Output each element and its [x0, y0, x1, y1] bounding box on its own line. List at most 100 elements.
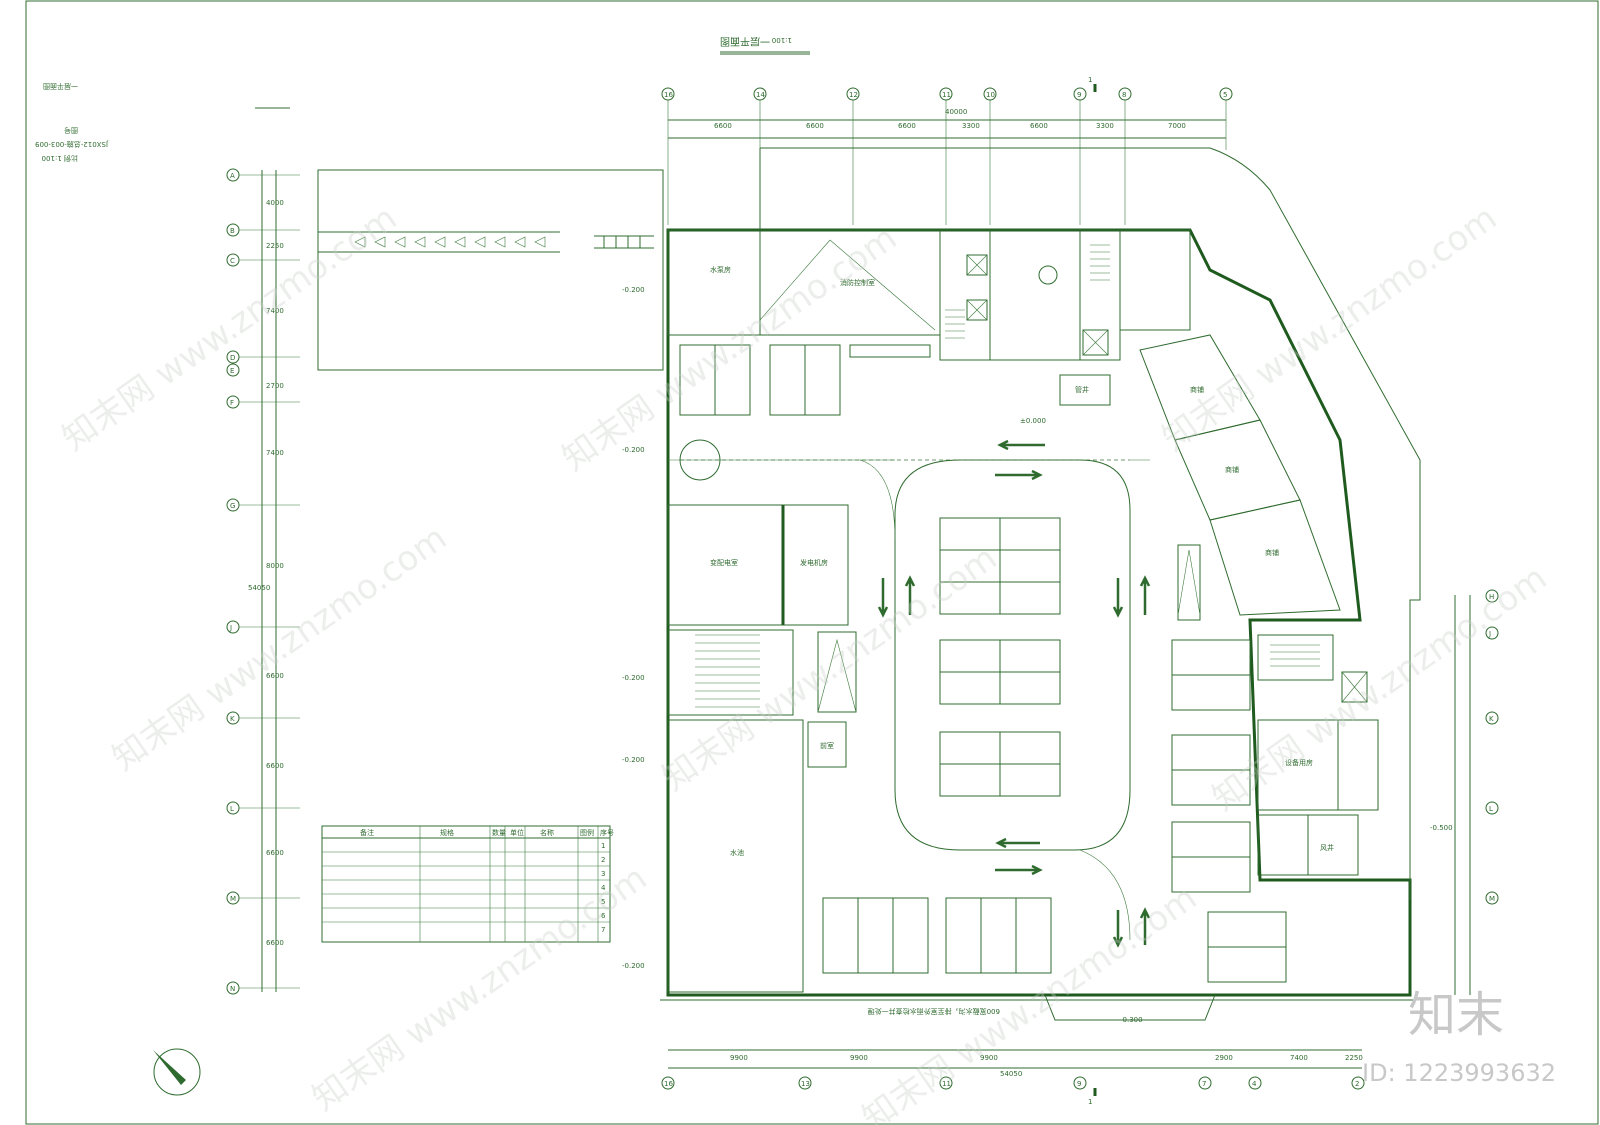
- svg-text:13: 13: [801, 1080, 810, 1088]
- svg-text:D: D: [230, 354, 235, 362]
- svg-text:2250: 2250: [1345, 1054, 1363, 1062]
- svg-text:管井: 管井: [1075, 385, 1089, 394]
- svg-text:变配电室: 变配电室: [710, 558, 738, 567]
- svg-text:商铺: 商铺: [1265, 548, 1279, 557]
- svg-text:-0.200: -0.200: [622, 756, 645, 764]
- svg-text:消防控制室: 消防控制室: [840, 278, 875, 287]
- svg-text:2900: 2900: [1215, 1054, 1233, 1062]
- svg-text:6600: 6600: [714, 122, 732, 130]
- svg-text:±0.000: ±0.000: [1020, 417, 1046, 425]
- svg-text:前室: 前室: [820, 741, 834, 750]
- svg-text:2250: 2250: [266, 242, 284, 250]
- stair-icon: [1090, 244, 1110, 281]
- svg-text:K: K: [1489, 715, 1494, 723]
- svg-text:发电机房: 发电机房: [800, 558, 828, 567]
- svg-text:3: 3: [601, 870, 605, 878]
- watermark-layer: 知末网 www.znzmo.com 知末网 www.znzmo.com 知末网 …: [55, 198, 1554, 1125]
- svg-text:商铺: 商铺: [1225, 465, 1239, 474]
- svg-text:16: 16: [664, 91, 673, 99]
- svg-text:7400: 7400: [1290, 1054, 1308, 1062]
- svg-text:C: C: [230, 257, 235, 265]
- top-axis-bubbles: 16 14 12 11 10 9 8 5: [661, 87, 1233, 101]
- svg-text:1: 1: [1088, 76, 1092, 84]
- svg-text:14: 14: [756, 91, 765, 99]
- svg-text:-0.300: -0.300: [1120, 1016, 1143, 1024]
- entrance-ramp: [317, 169, 664, 371]
- svg-text:12: 12: [849, 91, 858, 99]
- drawing-title: 一层平面图: [720, 35, 770, 47]
- svg-text:1: 1: [601, 842, 605, 850]
- elevation-marks: -0.200 -0.200 -0.200 -0.200 -0.200 ±0.00…: [622, 286, 1453, 1024]
- right-axis-bubbles: H J K L M: [1454, 589, 1499, 995]
- parking-stalls-center: [939, 517, 1061, 797]
- svg-text:图号: 图号: [64, 126, 78, 134]
- svg-text:单位: 单位: [510, 828, 524, 837]
- svg-text:知末网 www.znzmo.com: 知末网 www.znzmo.com: [555, 218, 904, 479]
- building-outline: 600宽截水沟，排至室外雨水检查井一处理: [660, 147, 1421, 1021]
- svg-text:-0.200: -0.200: [622, 446, 645, 454]
- svg-text:知末网 www.znzmo.com: 知末网 www.znzmo.com: [105, 518, 454, 779]
- svg-text:名称: 名称: [540, 828, 554, 837]
- svg-text:6600: 6600: [266, 939, 284, 947]
- svg-text:54050: 54050: [248, 584, 270, 592]
- svg-text:6600: 6600: [266, 849, 284, 857]
- svg-text:-0.500: -0.500: [1430, 824, 1453, 832]
- svg-text:备注: 备注: [360, 828, 374, 837]
- svg-text:E: E: [230, 367, 234, 375]
- svg-text:M: M: [230, 895, 236, 903]
- legend-table: 序号 图例 名称 规格 单位 数量 备注 1 2 3 4 5 6 7: [321, 825, 614, 943]
- svg-text:9900: 9900: [850, 1054, 868, 1062]
- svg-text:JSX012-总施-003-009: JSX012-总施-003-009: [35, 140, 109, 149]
- traffic-arrows: [877, 439, 1151, 948]
- svg-text:9: 9: [1077, 91, 1081, 99]
- svg-text:4: 4: [601, 884, 606, 892]
- sheet-border: [25, 0, 1599, 1125]
- svg-text:商铺: 商铺: [1190, 385, 1204, 394]
- svg-text:图例: 图例: [580, 828, 594, 837]
- top-dimension-lines: 6600 6600 6600 3300 6600 3300 7000 40000: [667, 100, 1227, 225]
- svg-text:6: 6: [601, 912, 606, 920]
- svg-text:7: 7: [601, 926, 605, 934]
- svg-text:7400: 7400: [266, 449, 284, 457]
- svg-text:L: L: [230, 805, 234, 813]
- svg-text:2700: 2700: [266, 382, 284, 390]
- svg-text:6600: 6600: [266, 762, 284, 770]
- svg-text:H: H: [1489, 593, 1494, 601]
- right-rooms: 设备用房 风井: [1171, 544, 1379, 983]
- elevator-icon: [966, 254, 988, 276]
- svg-text:水泵房: 水泵房: [710, 265, 731, 274]
- svg-text:1: 1: [1088, 1098, 1092, 1106]
- svg-text:一层平面图: 一层平面图: [43, 82, 78, 90]
- svg-text:风井: 风井: [1320, 843, 1334, 852]
- svg-text:8000: 8000: [266, 562, 284, 570]
- circulation-drive: [668, 439, 1150, 941]
- svg-text:9: 9: [1077, 1080, 1081, 1088]
- svg-text:N: N: [230, 985, 235, 993]
- svg-text:7: 7: [1202, 1080, 1206, 1088]
- brand-watermark: 知末: [1407, 987, 1504, 1043]
- svg-text:J: J: [1488, 630, 1491, 638]
- svg-text:2: 2: [1355, 1080, 1359, 1088]
- svg-text:知末网 www.znzmo.com: 知末网 www.znzmo.com: [305, 858, 654, 1119]
- svg-text:M: M: [1489, 895, 1495, 903]
- svg-text:16: 16: [664, 1080, 673, 1088]
- svg-text:2: 2: [601, 856, 605, 864]
- parking-stalls-bottom: [822, 897, 1052, 974]
- angled-shops: 商铺 商铺 商铺: [1139, 334, 1341, 616]
- trench-note: 600宽截水沟，排至室外雨水检查井一处理: [868, 1007, 1000, 1016]
- svg-text:9900: 9900: [730, 1054, 748, 1062]
- parking-stalls-top: [679, 344, 931, 416]
- svg-text:6600: 6600: [806, 122, 824, 130]
- svg-text:54050: 54050: [1000, 1070, 1022, 1078]
- svg-text:6600: 6600: [1030, 122, 1048, 130]
- svg-text:6600: 6600: [898, 122, 916, 130]
- sidebar-notes: 一层平面图 图号 JSX012-总施-003-009 比例 1:100: [35, 82, 109, 163]
- svg-text:比例 1:100: 比例 1:100: [42, 154, 78, 163]
- svg-text:-0.200: -0.200: [622, 962, 645, 970]
- svg-text:A: A: [230, 172, 235, 180]
- svg-text:G: G: [230, 502, 235, 510]
- drawing-scale: 1:100: [772, 36, 792, 44]
- image-id-label: ID: 1223993632: [1362, 1059, 1556, 1087]
- svg-text:4: 4: [1252, 1080, 1257, 1088]
